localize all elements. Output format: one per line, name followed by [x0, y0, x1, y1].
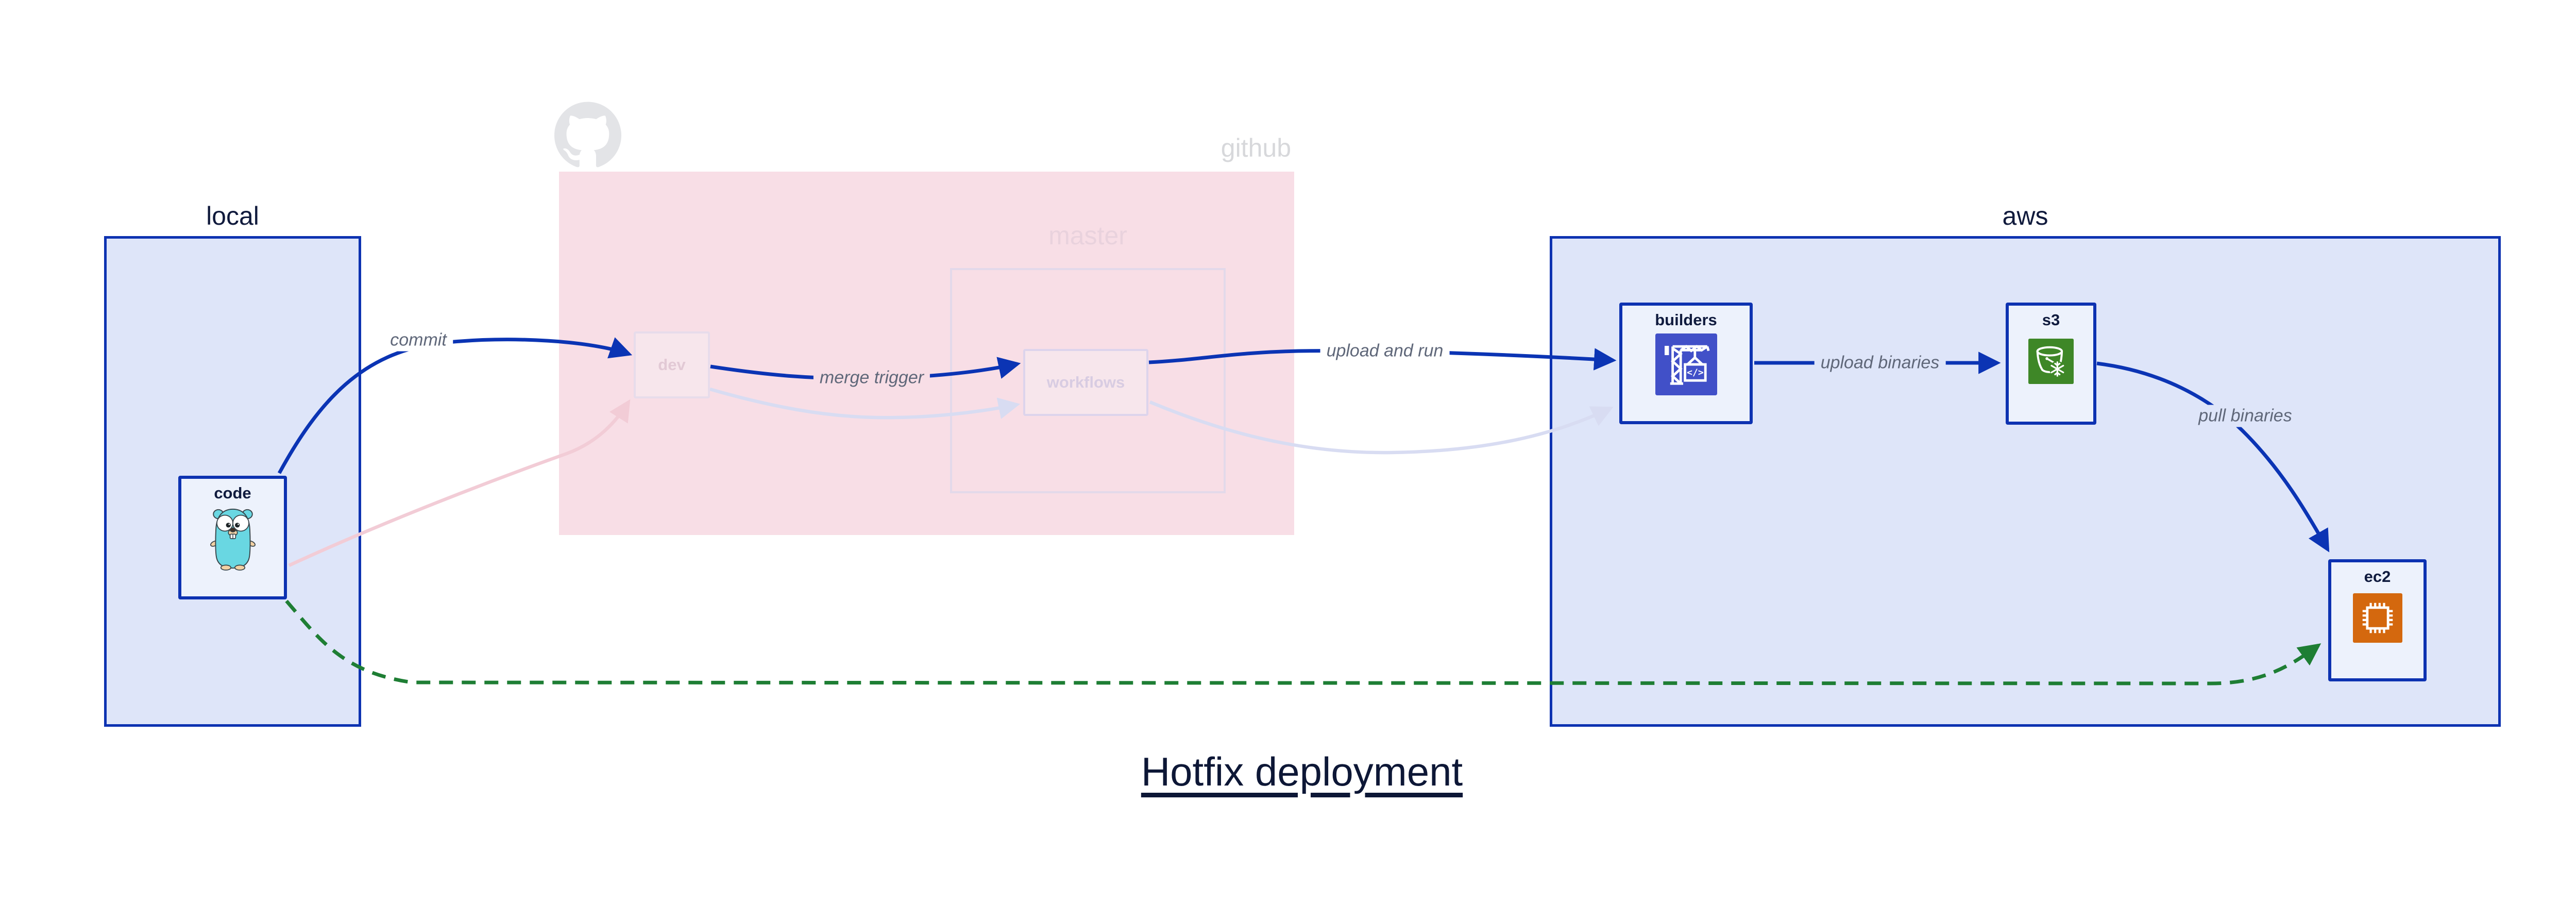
container-local-label: local: [206, 202, 259, 230]
edge-label-pull-binaries: pull binaries: [2192, 405, 2298, 427]
node-workflows: workflows: [1023, 349, 1148, 416]
node-code: code: [178, 476, 287, 599]
aws-codebuild-icon: </>: [1655, 333, 1717, 395]
node-s3-label: s3: [2042, 311, 2060, 329]
node-ec2: ec2: [2328, 559, 2427, 681]
edge-label-upload-binaries: upload binaries: [1814, 352, 1946, 374]
node-code-label: code: [214, 484, 251, 502]
go-gopher-icon: [210, 508, 256, 571]
aws-s3-glacier-icon: [2028, 339, 2074, 384]
aws-ec2-icon: [2352, 593, 2402, 643]
container-master-label: master: [1048, 221, 1127, 250]
node-ec2-label: ec2: [2364, 567, 2391, 586]
node-s3: s3: [2006, 303, 2096, 425]
node-workflows-label: workflows: [1046, 373, 1125, 391]
node-builders: builders </>: [1619, 303, 1753, 424]
github-octocat-icon: [554, 102, 621, 168]
node-dev-label: dev: [658, 356, 686, 374]
edge-label-commit: commit: [384, 329, 453, 352]
node-dev: dev: [634, 331, 710, 398]
container-github-label: github: [1221, 133, 1291, 162]
diagram-title: Hotfix deployment: [1141, 749, 1463, 794]
edge-label-merge-trigger: merge trigger: [813, 366, 930, 389]
node-builders-label: builders: [1655, 311, 1717, 329]
container-aws-label: aws: [2002, 202, 2048, 230]
svg-text:</>: </>: [1687, 368, 1704, 378]
container-master: [950, 268, 1226, 493]
edge-label-upload-and-run: upload and run: [1320, 340, 1450, 362]
